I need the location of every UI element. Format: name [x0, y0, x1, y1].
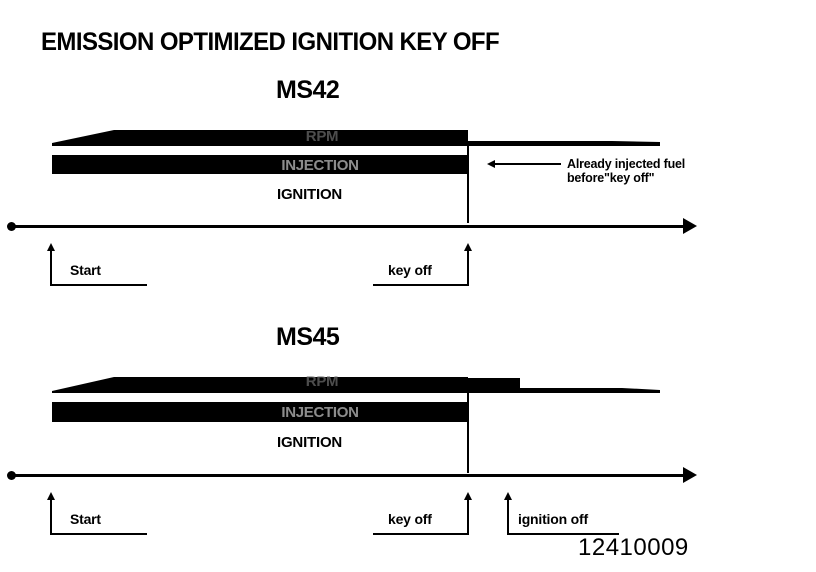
injection-band-ms45 [52, 402, 468, 422]
marker-start-label-ms42: Start [70, 262, 101, 278]
callout-line1-ms42: Already injected fuel [567, 157, 686, 171]
key-off-rule-ms42 [467, 141, 469, 223]
axis-arrow-icon-ms45 [683, 467, 697, 483]
rpm-band-ms42 [52, 124, 660, 146]
ignition-label-ms45: IGNITION [277, 434, 343, 451]
callout-arrow-icon-ms42 [487, 160, 495, 168]
injection-label-ms42: INJECTION [281, 157, 359, 174]
time-axis-ms42 [11, 225, 683, 228]
injection-label-ms45: INJECTION [281, 404, 359, 421]
marker-start-label-ms45: Start [70, 511, 101, 527]
section-heading-ms45: MS45 [276, 323, 340, 351]
rpm-label-ms42: RPM [305, 128, 339, 145]
rpm-label-ms45: RPM [305, 373, 339, 390]
callout-leader-ms42 [495, 163, 561, 165]
section-heading-ms42: MS42 [276, 76, 340, 104]
rpm-band-ms45 [52, 371, 660, 393]
page-title: EMISSION OPTIMIZED IGNITION KEY OFF [41, 28, 500, 56]
time-axis-ms45 [11, 474, 683, 477]
callout-line2-ms42: before"key off" [567, 171, 655, 185]
marker-ignition-off-label-ms45: ignition off [518, 511, 588, 527]
injection-band-ms42 [52, 155, 468, 174]
ignition-label-ms42: IGNITION [277, 186, 343, 203]
marker-key-off-label-ms45: key off [388, 511, 432, 527]
key-off-rule-ms45 [467, 388, 469, 473]
figure-id: 12410009 [578, 534, 689, 561]
axis-arrow-icon-ms42 [683, 218, 697, 234]
marker-key-off-label-ms42: key off [388, 262, 432, 278]
